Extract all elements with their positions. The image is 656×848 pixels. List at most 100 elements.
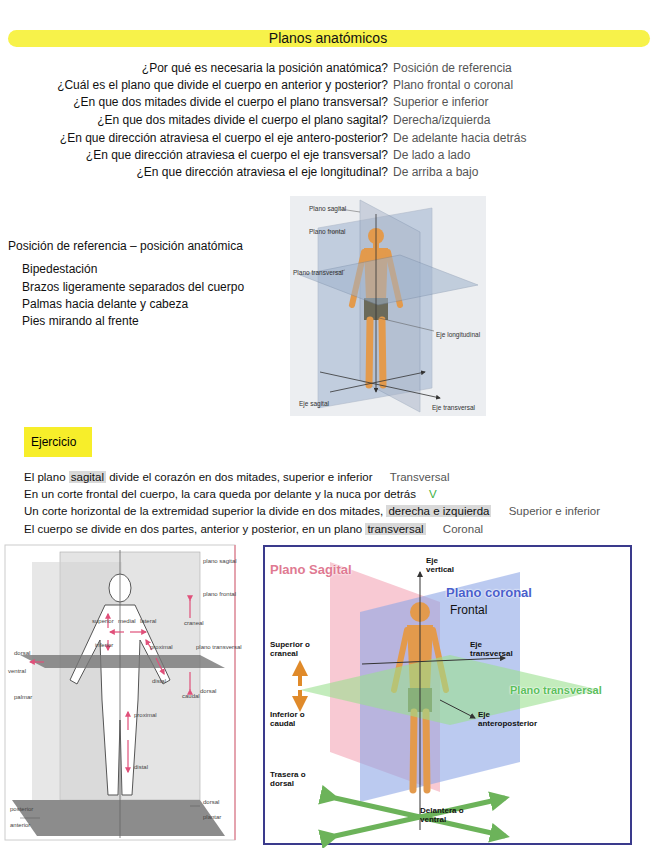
answer-text: De arriba a bajo bbox=[393, 166, 478, 180]
figure-planes-3-part bbox=[362, 658, 505, 664]
figure-planes-1 bbox=[290, 196, 486, 416]
text-label: plano transversal bbox=[196, 644, 242, 651]
figure-planes-2-part bbox=[30, 661, 44, 662]
text-label: Eje transversal bbox=[470, 640, 518, 658]
figure-planes-2-part bbox=[20, 818, 40, 819]
answer-text: De adelante hacia detrás bbox=[393, 132, 526, 146]
figure-planes-3-part bbox=[298, 690, 302, 708]
text-label: anterior bbox=[10, 822, 30, 829]
question-text: ¿En que dirección atraviesa el cuerpo el… bbox=[60, 132, 388, 146]
figure-planes-1-part bbox=[382, 320, 383, 385]
figure-planes-2-part bbox=[189, 600, 190, 618]
text-label: plantar bbox=[203, 814, 221, 821]
text-label: dorsal bbox=[200, 688, 216, 695]
figure-planes-1-part bbox=[376, 214, 377, 392]
text-label: Plano sagital bbox=[309, 205, 346, 212]
text-label: plano frontal bbox=[203, 591, 236, 598]
figure-planes-3 bbox=[264, 546, 631, 844]
question-text: ¿En que dirección atraviesa el cuerpo el… bbox=[86, 149, 388, 163]
text-label: Plano transversal bbox=[293, 269, 343, 276]
figure-planes-3-part bbox=[298, 664, 302, 686]
figure-planes-3-part bbox=[335, 798, 505, 836]
exercise-sentence: El cuerpo se divide en dos partes, anter… bbox=[24, 523, 483, 537]
question-text: ¿En que dos mitades divide el cuerpo el … bbox=[73, 96, 388, 110]
answer-text: Transversal bbox=[390, 471, 450, 483]
answer-text: Derecha/izquierda bbox=[393, 114, 490, 128]
figure-planes-1-part bbox=[320, 372, 440, 398]
text-label: Trasera o dorsal bbox=[270, 770, 320, 788]
figure-planes-1-part bbox=[300, 255, 478, 305]
figure-planes-2-part bbox=[110, 631, 124, 632]
text-label: Pies mirando al frente bbox=[22, 315, 139, 329]
figure-planes-1-part bbox=[369, 320, 370, 385]
figure-planes-3-part bbox=[426, 712, 427, 790]
text-label: ventral bbox=[8, 668, 26, 675]
text-label: craneal bbox=[184, 620, 204, 627]
text-label: distal bbox=[152, 678, 166, 685]
text-label: Posición de referencia – posición anatóm… bbox=[8, 240, 243, 254]
exercise-sentence: Un corte horizontal de la extremidad sup… bbox=[24, 505, 600, 519]
text-label: lateral bbox=[140, 618, 156, 625]
highlighted-word: transversal bbox=[365, 523, 425, 535]
highlighted-word: sagital bbox=[69, 471, 106, 483]
text-label: proximal bbox=[134, 712, 157, 719]
exercise-box: Ejercicio bbox=[24, 427, 92, 457]
text-label: caudal bbox=[182, 693, 200, 700]
text-label: Eje longitudinal bbox=[436, 331, 480, 338]
sentence-text: El plano bbox=[24, 471, 66, 483]
figure-planes-2-part bbox=[127, 712, 128, 730]
figure-planes-2-part bbox=[12, 800, 225, 836]
text-label: Bipedestación bbox=[22, 263, 97, 277]
text-label: inferior bbox=[95, 642, 113, 649]
text-label: distal bbox=[134, 764, 148, 771]
figure-planes-2-part bbox=[130, 631, 146, 632]
text-label: Eje anteroposterior bbox=[478, 710, 548, 728]
answer-text: Posición de referencia bbox=[393, 62, 512, 76]
text-label: Superior o craneal bbox=[270, 640, 322, 658]
text-label: Palmas hacia delante y cabeza bbox=[22, 298, 188, 312]
sentence-text: Un corte horizontal de la extremidad sup… bbox=[24, 505, 383, 517]
page-title: Planos anatómicos bbox=[0, 30, 656, 46]
text-label: palmar bbox=[14, 694, 32, 701]
text-label: Delantera o ventral bbox=[420, 806, 480, 824]
question-text: ¿En que dirección atraviesa el eje longi… bbox=[137, 166, 389, 180]
figure-planes-2-part bbox=[190, 806, 200, 807]
answer-text: Coronal bbox=[443, 523, 483, 535]
text-label: Plano transversal bbox=[510, 684, 602, 697]
text-label: Plano frontal bbox=[309, 228, 346, 235]
text-label: Frontal bbox=[450, 604, 487, 618]
exercise-sentence: El plano sagital divide el corazón en do… bbox=[24, 471, 449, 485]
box-text: Ejercicio bbox=[31, 435, 92, 449]
figure-planes-3-part bbox=[413, 712, 414, 790]
figure-planes-2-part bbox=[120, 550, 121, 838]
sentence-text: El cuerpo se divide en dos partes, anter… bbox=[24, 523, 362, 535]
text-label: Eje transversal bbox=[432, 404, 475, 411]
text-label: superior bbox=[92, 618, 114, 625]
figure-planes-3-part bbox=[335, 798, 505, 836]
exercise-sentence: En un corte frontal del cuerpo, la cara … bbox=[24, 488, 437, 502]
text-label: Plano coronal bbox=[446, 586, 532, 601]
text-label: proximal bbox=[150, 644, 173, 651]
text-label: Eje vertical bbox=[426, 556, 466, 574]
figure-planes-2-part bbox=[20, 655, 225, 668]
text-label: dorsal bbox=[203, 799, 219, 806]
answer-text: Superior e inferior bbox=[393, 96, 488, 110]
text-label: Eje sagital bbox=[299, 400, 329, 407]
figure-planes-3-part bbox=[440, 700, 475, 718]
figure-planes-3-part bbox=[264, 546, 631, 844]
figure-planes-1-part bbox=[330, 372, 425, 392]
text-label: posterior bbox=[10, 806, 33, 813]
answer-text: Plano frontal o coronal bbox=[393, 79, 513, 93]
figure-planes-2-part bbox=[127, 740, 128, 772]
answer-text: De lado a lado bbox=[393, 149, 470, 163]
figure-planes-3-part bbox=[420, 572, 421, 830]
text-label: dorsal bbox=[14, 650, 30, 657]
text-label: Inferior o caudal bbox=[270, 710, 322, 728]
text-label: medial bbox=[118, 618, 136, 625]
text-label: plano sagital bbox=[203, 558, 237, 565]
answer-text: Superior e inferior bbox=[509, 505, 600, 517]
figure-planes-1-part bbox=[290, 196, 486, 416]
sentence-text: En un corte frontal del cuerpo, la cara … bbox=[24, 488, 416, 500]
figure-planes-2-part bbox=[189, 672, 190, 690]
